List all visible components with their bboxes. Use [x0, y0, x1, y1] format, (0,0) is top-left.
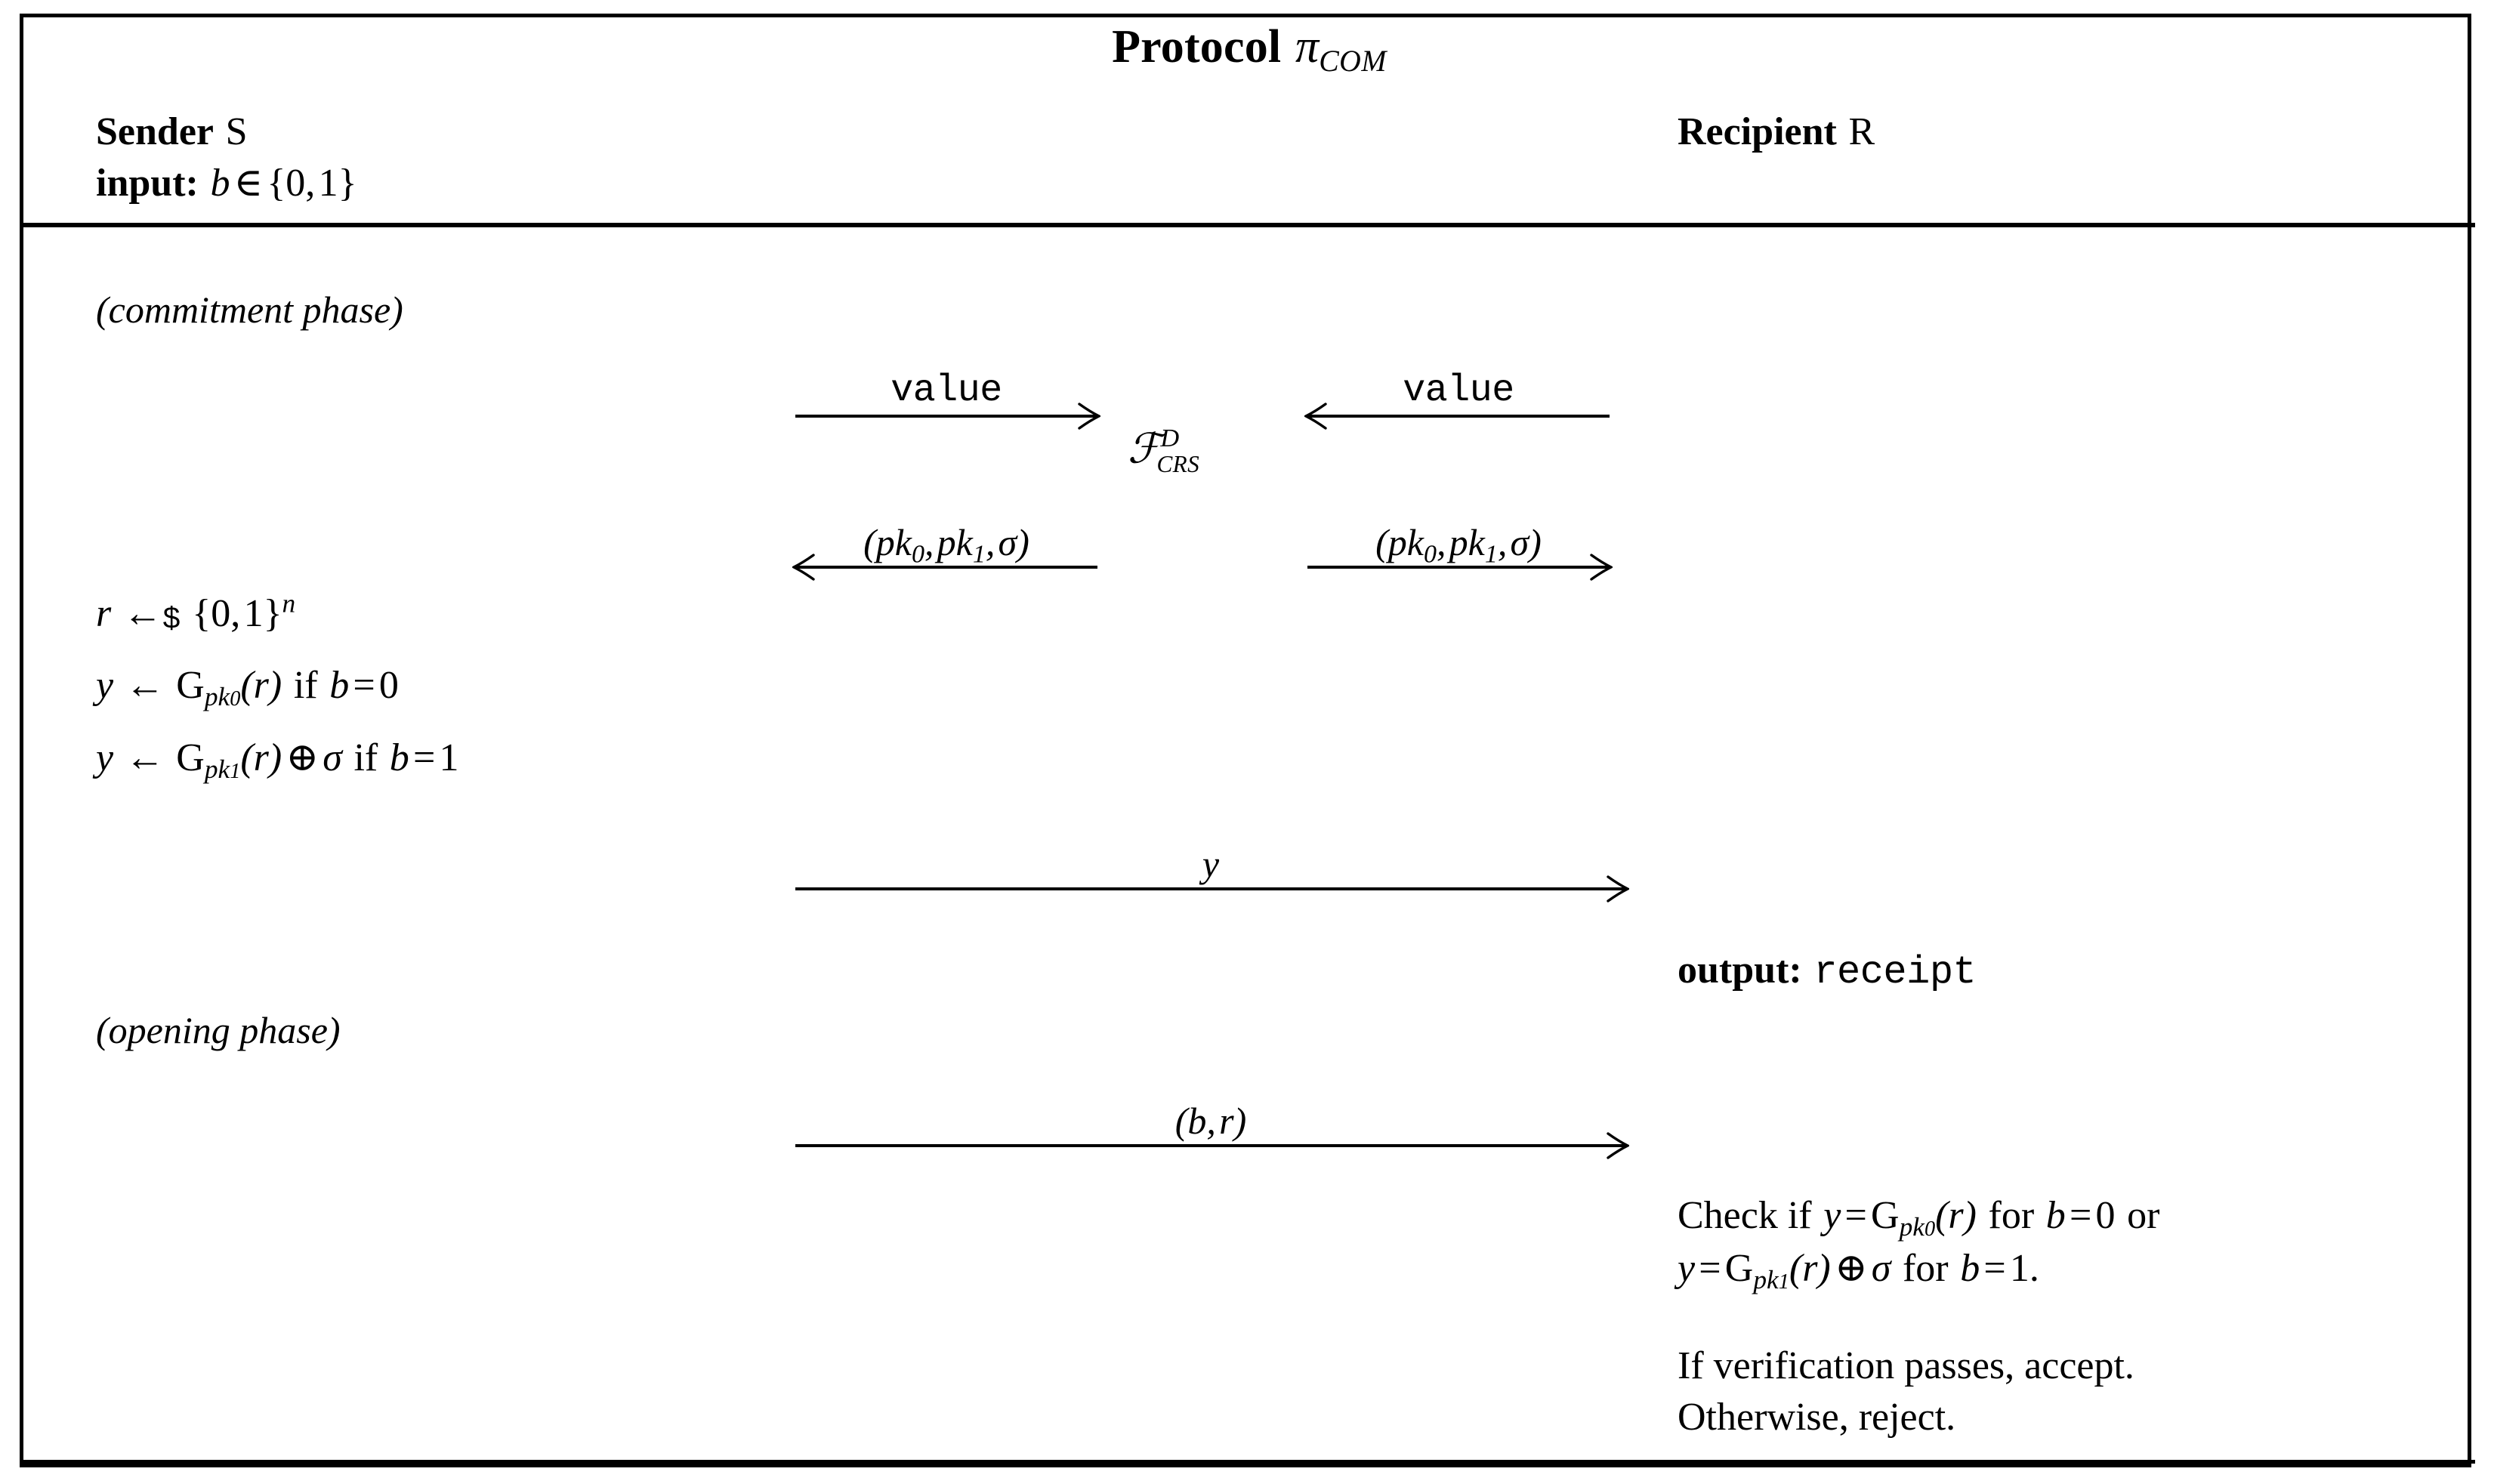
message-arrow-commitment-y: y [795, 831, 1629, 902]
sender-header: Sender S input:b∈{0, 1} [96, 106, 357, 208]
arrow-shaft [795, 887, 1626, 890]
recipient-role-label: Recipient [1678, 110, 1837, 153]
arrow-label-commitment-y: y [1202, 843, 1220, 885]
arrow-label-crs-to-sender: (pk0, pk1, σ) [863, 521, 1029, 569]
verdict-line-2: Otherwise, reject. [1678, 1395, 1956, 1439]
sender-role-label: Sender [96, 110, 214, 153]
arrowhead-right-icon [1078, 402, 1100, 430]
recipient-verdict-text: If verification passes, accept. Otherwis… [1678, 1341, 2433, 1442]
sender-input-label: input: [96, 161, 199, 205]
arrow-shaft [1307, 415, 1610, 418]
functionality-subscript: CRS [1156, 451, 1200, 478]
message-arrow-recipient-value-request: value [1304, 359, 1610, 430]
sender-input-value: b∈{0, 1} [210, 161, 357, 205]
arrowhead-right-icon [1607, 1131, 1629, 1160]
arrow-label-recipient-value: value [1403, 369, 1514, 412]
arrowhead-left-icon [792, 553, 815, 582]
recipient-output-line: output: receipt [1678, 948, 1977, 995]
message-arrow-sender-value-request: value [795, 359, 1100, 430]
title-prefix: Protocol [1112, 21, 1282, 73]
arrow-label-opening-br: (b, r) [1174, 1100, 1247, 1142]
recipient-id: R [1848, 110, 1875, 153]
recipient-header: Recipient R [1678, 106, 1875, 158]
header-separator-rule [23, 223, 2475, 227]
arrow-label-crs-to-recipient: (pk0, pk1, σ) [1375, 521, 1542, 569]
title-subscript: COM [1319, 44, 1387, 78]
sender-computation-line-1: r←${0, 1}n [96, 588, 296, 638]
crs-functionality-label: ℱDCRS [1128, 424, 1199, 478]
message-arrow-opening-br: (b, r) [795, 1088, 1629, 1159]
sender-role-line: Sender S [96, 106, 357, 158]
title-pi-symbol: πCOM [1295, 21, 1387, 78]
functionality-symbol: ℱ [1128, 424, 1161, 473]
recipient-output-label: output: [1678, 949, 1802, 992]
arrow-label-sender-value: value [890, 369, 1002, 412]
verdict-line-1: If verification passes, accept. [1678, 1344, 2134, 1387]
arrowhead-right-icon [1607, 875, 1629, 903]
sender-input-line: input:b∈{0, 1} [96, 158, 357, 209]
message-arrow-crs-to-recipient: (pk0, pk1, σ) [1307, 510, 1613, 581]
recipient-role-line: Recipient R [1678, 106, 1875, 158]
bottom-rule [23, 1460, 2475, 1464]
arrowhead-right-icon [1590, 553, 1613, 582]
exponent-n: n [282, 588, 296, 619]
arrowhead-left-icon [1304, 402, 1327, 430]
recipient-output-value: receipt [1813, 950, 1977, 995]
message-arrow-crs-to-sender: (pk0, pk1, σ) [792, 510, 1097, 581]
opening-phase-label: (opening phase) [96, 1009, 341, 1051]
functionality-superscript: D [1160, 424, 1180, 452]
sender-id: S [225, 110, 248, 153]
arrow-shaft [795, 1144, 1626, 1147]
arrow-shaft [795, 415, 1097, 418]
commitment-phase-label: (commitment phase) [96, 288, 403, 331]
arrow-shaft [795, 566, 1097, 569]
arrow-shaft [1307, 566, 1610, 569]
